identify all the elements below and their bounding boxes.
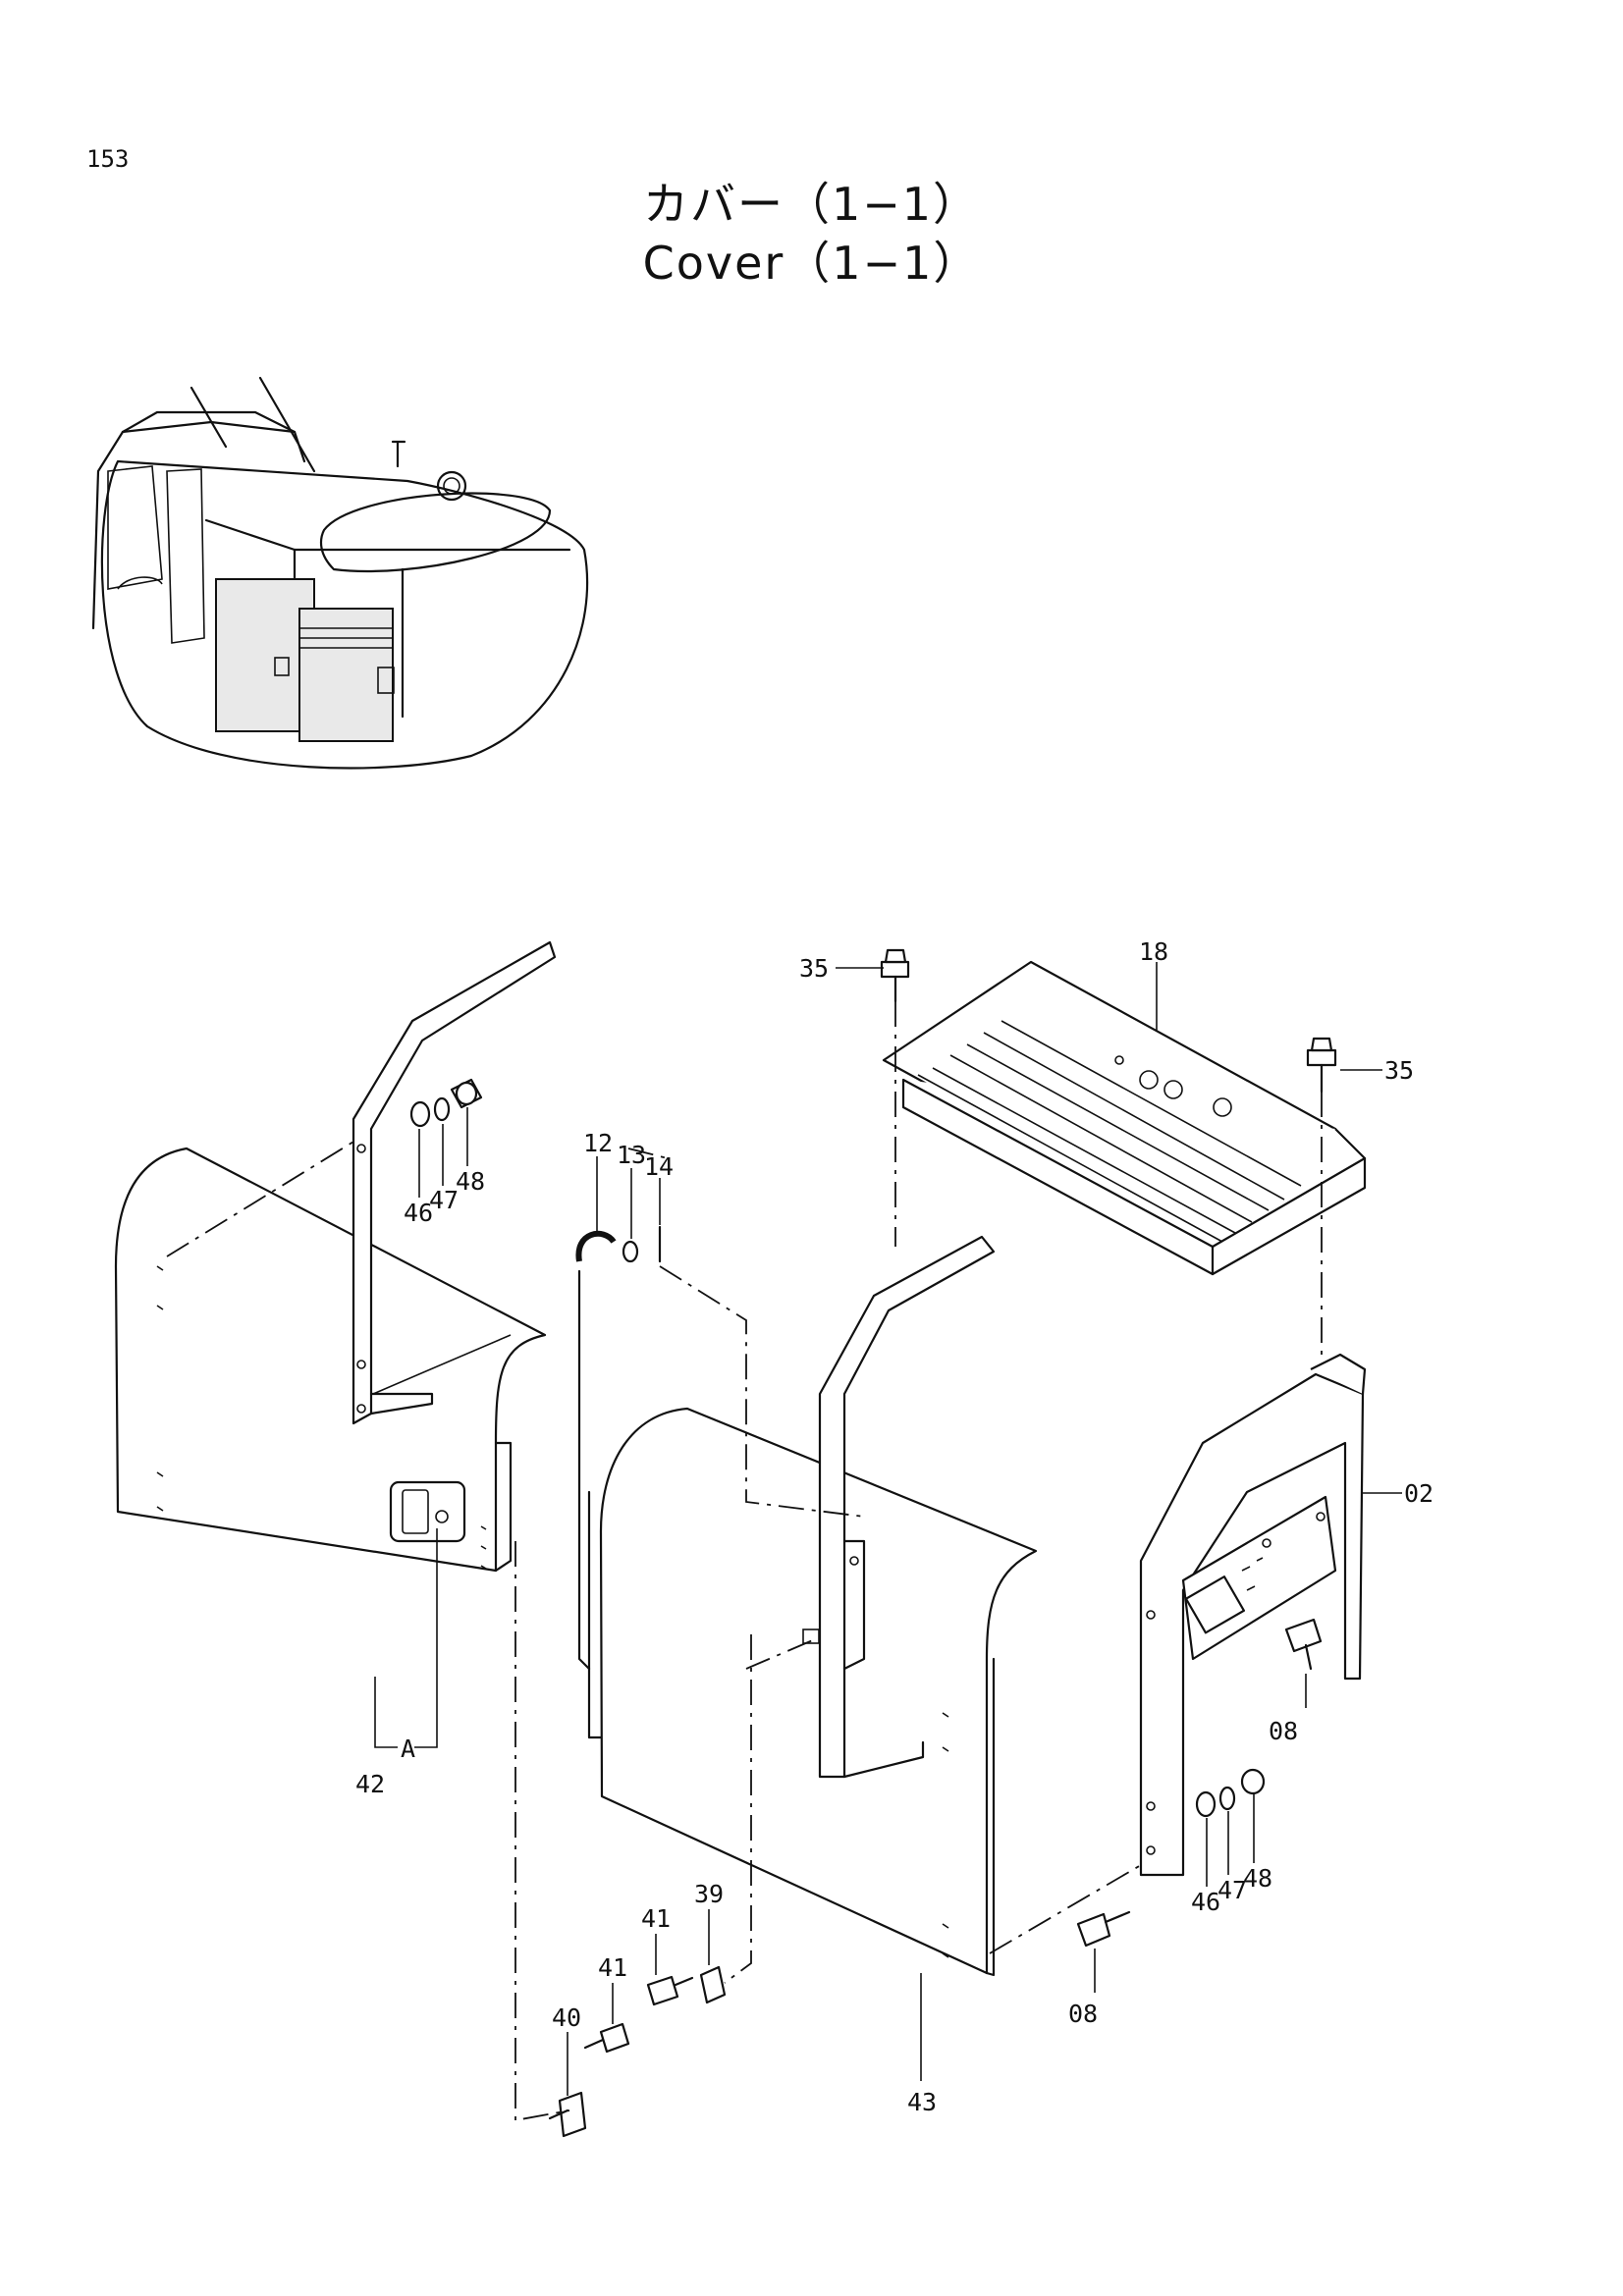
bolt-08-upper — [1284, 1618, 1323, 1671]
callout-47-lower: 47 — [1217, 1876, 1247, 1904]
washer-nut-set-upper — [409, 1078, 483, 1128]
top-grille — [882, 960, 1367, 1276]
lock-bolt-left — [583, 2022, 630, 2054]
hose-elbow-set — [575, 1225, 662, 1671]
callout-46-lower: 46 — [1191, 1888, 1220, 1916]
title-japanese: カバー（1−1） — [642, 178, 981, 231]
door-panel-middle — [587, 1407, 1038, 1977]
assembly-lines — [166, 1001, 1323, 2122]
callout-13: 13 — [617, 1141, 646, 1169]
frame-bracket-middle — [802, 1235, 996, 1779]
callout-39: 39 — [694, 1880, 724, 1908]
callout-48-upper: 48 — [456, 1167, 485, 1196]
callout-40: 40 — [552, 2003, 581, 2032]
frame-bracket-left — [352, 940, 557, 1425]
page-number: 153 — [86, 145, 130, 173]
title-english: Cover（1−1） — [642, 237, 981, 290]
callout-08-lower: 08 — [1068, 2000, 1098, 2028]
callout-43: 43 — [907, 2088, 937, 2116]
callout-46-upper: 46 — [404, 1199, 433, 1227]
callout-35-right: 35 — [1384, 1056, 1414, 1085]
callout-41-left: 41 — [598, 1953, 627, 1982]
callout-02: 02 — [1404, 1479, 1434, 1508]
right-frame — [1139, 1353, 1367, 1877]
bolt-08-lower — [1076, 1910, 1131, 1948]
leader-lines — [374, 962, 1402, 2096]
callout-47-upper: 47 — [429, 1186, 459, 1214]
lock-catch — [699, 1965, 727, 2004]
callout-35-left: 35 — [799, 954, 829, 983]
callout-14: 14 — [644, 1152, 674, 1181]
callout-labels: 35 18 35 12 13 14 46 47 48 02 08 08 46 4… — [355, 937, 1434, 2116]
bolt-35-right — [1306, 1037, 1337, 1094]
excavator-overview — [91, 376, 589, 770]
washer-nut-set-lower — [1195, 1768, 1266, 1818]
callout-41-right: 41 — [641, 1904, 671, 1933]
callout-08-upper: 08 — [1269, 1717, 1298, 1745]
callout-48-lower: 48 — [1243, 1864, 1272, 1893]
door-panel-left — [114, 1147, 547, 1573]
callout-18: 18 — [1139, 937, 1168, 966]
callout-a: A — [401, 1735, 415, 1763]
callout-42: 42 — [355, 1770, 385, 1798]
bolt-35-left — [880, 948, 910, 1003]
latch-striker — [548, 2091, 587, 2138]
callout-12: 12 — [583, 1129, 613, 1157]
lock-bolt-right — [646, 1975, 694, 2006]
